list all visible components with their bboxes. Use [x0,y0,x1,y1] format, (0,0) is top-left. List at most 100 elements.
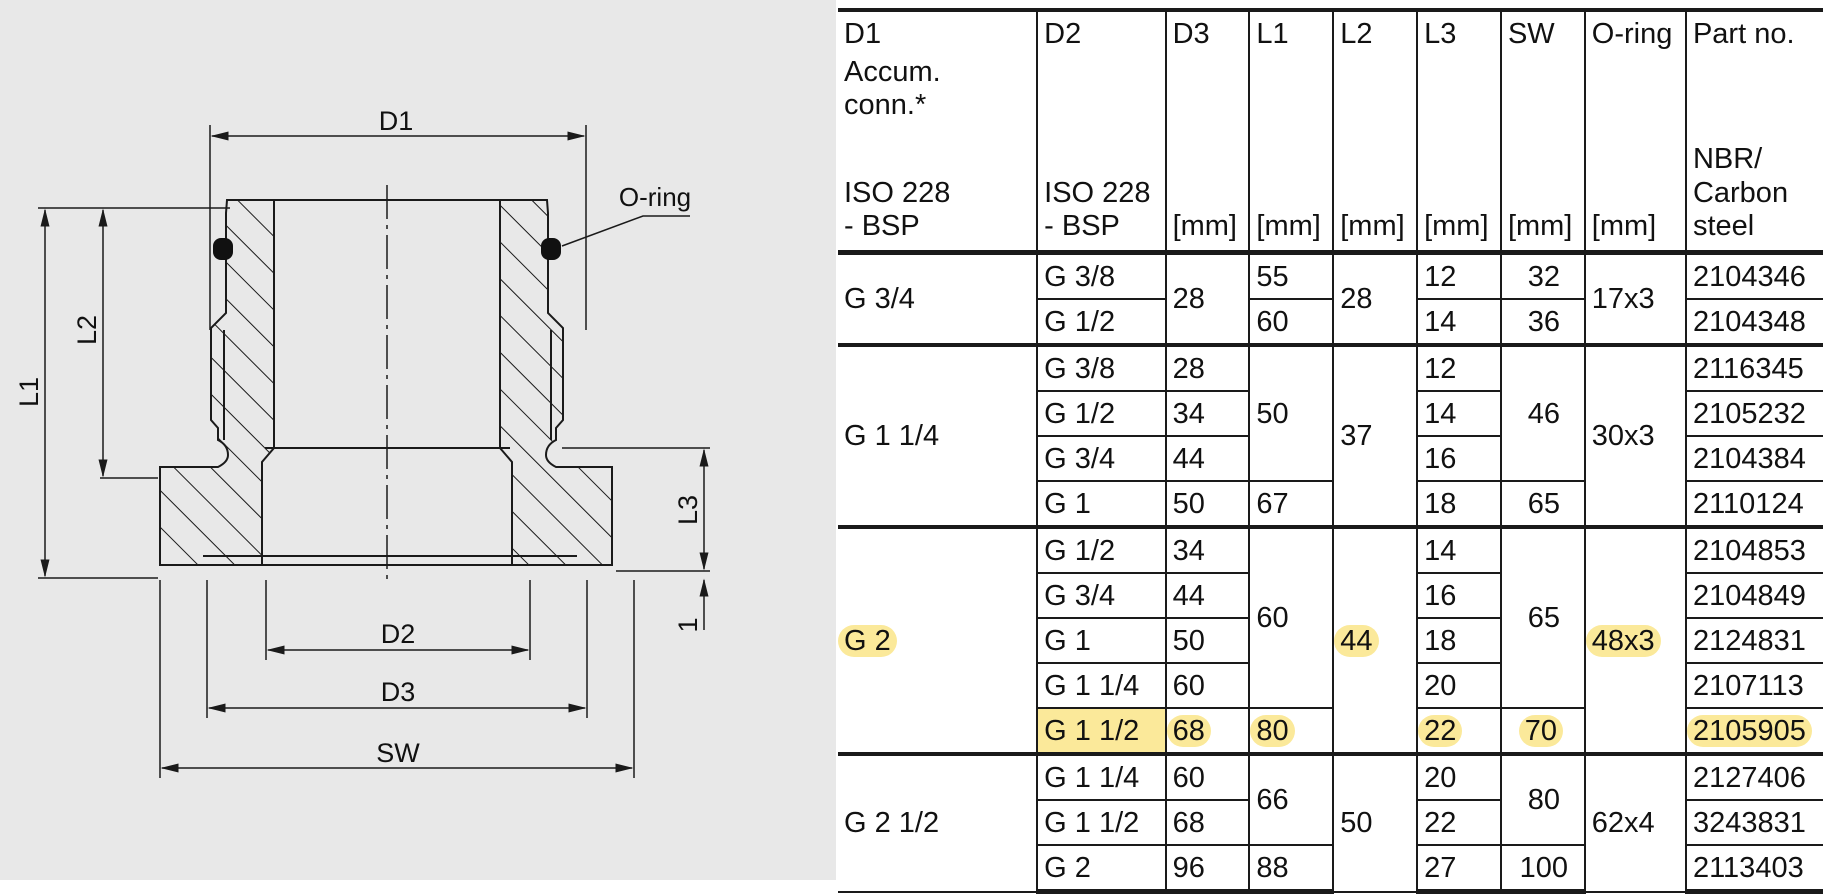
cell-l3-value: 18 [1424,487,1457,520]
cell-d3: 96 [1164,844,1251,894]
cell-l2-value: 50 [1340,807,1373,840]
label-d1: D1 [379,106,414,136]
cell-part-no: 2116345 [1684,343,1823,392]
cell-d2: G 1 1/2 [1037,799,1167,846]
cell-oring-value: 30x3 [1591,420,1655,453]
header-title: D1 [844,18,882,50]
cell-l3: 22 [1416,799,1502,846]
cell-sw-value: 32 [1527,260,1560,293]
cell-part-no-value: 2104346 [1692,260,1806,293]
cell-part-no-value: 2104849 [1692,579,1806,612]
cell-d1-value: G 2 1/2 [844,807,940,840]
cell-d3-value: 68 [1172,806,1205,839]
cell-d3-value: 60 [1172,761,1205,794]
cell-d2: G 1/2 [1037,390,1167,437]
header-title: SW [1507,18,1555,50]
cell-l1: 50 [1248,343,1335,482]
cell-l1: 55 [1248,250,1335,300]
cell-sw-value: 80 [1527,784,1560,817]
header-title: D3 [1172,18,1210,50]
cell-d2-value: G 1 1/2 [1044,806,1140,839]
cell-sw: 36 [1499,298,1586,346]
cell-d2-value: G 1 [1044,624,1091,657]
cell-d2-value: G 3/4 [1044,442,1116,475]
header-unit: [mm] [1340,210,1405,243]
technical-drawing: D1 O-ring D2 D3 SW L1 L2 L3 1 [0,0,836,880]
cell-part-no: 2110124 [1684,480,1823,528]
cell-d3: 44 [1164,572,1251,619]
cell-d3-value: 44 [1172,579,1205,612]
cross-section-diagram: D1 O-ring D2 D3 SW L1 L2 L3 1 [14,106,710,778]
cell-oring: 48x3 [1583,525,1687,755]
cell-d3-value: 60 [1172,669,1205,702]
cell-l1: 60 [1248,525,1335,709]
cell-d1: G 3/4 [838,250,1039,346]
header-unit: NBR/ Carbon steel [1692,143,1789,243]
cell-sw: 32 [1499,250,1586,300]
cell-sw-value: 46 [1527,397,1560,430]
cell-l1: 66 [1248,752,1335,846]
cell-l1: 80 [1248,707,1335,755]
cell-l1-value: 60 [1256,305,1289,338]
cell-d3: 60 [1164,662,1251,709]
cell-d2-value: G 1 [1044,487,1091,520]
cell-part-no-value: 2105232 [1692,397,1806,430]
cell-l3: 12 [1416,343,1502,392]
column-header-l2: L2[mm] [1332,8,1419,255]
cell-l3-value: 27 [1424,851,1457,884]
label-gap: 1 [673,617,703,632]
cell-sw-value: 65 [1527,602,1560,635]
cell-part-no: 2107113 [1684,662,1823,709]
header-unit: [mm] [1424,210,1489,243]
cell-d2-value: G 1/2 [1044,397,1116,430]
cell-part-no: 2104348 [1684,298,1823,346]
cell-d2-value: G 1 1/2 [1044,714,1140,747]
cell-d2-value: G 1/2 [1044,305,1116,338]
cell-sw-value: 65 [1527,487,1560,520]
cell-l3: 14 [1416,390,1502,437]
cell-part-no: 3243831 [1684,799,1823,846]
header-title: L1 [1256,18,1289,50]
cell-l3-value: 12 [1424,352,1457,385]
cell-d3: 50 [1164,617,1251,664]
cell-d2: G 2 [1037,844,1167,894]
cell-d3: 68 [1164,707,1251,755]
table-row: G 1 1/2 68 22 3243831 [838,799,1823,846]
cell-l3-value: 22 [1418,714,1463,747]
cell-oring-value: 17x3 [1591,283,1655,316]
cell-l1-value: 66 [1256,784,1289,817]
cell-d3-value: 28 [1172,283,1205,316]
cell-l1-value: 60 [1256,602,1289,635]
cell-l3: 18 [1416,480,1502,528]
cell-part-no: 2104849 [1684,572,1823,619]
cell-sw: 65 [1499,525,1586,709]
cell-d2: G 3/4 [1037,435,1167,482]
header-title: Part no. [1692,18,1795,50]
cell-l3-value: 16 [1424,442,1457,475]
cell-l1: 67 [1248,480,1335,528]
cell-l2: 28 [1332,250,1419,346]
label-sw: SW [376,738,420,768]
cell-d3-value: 28 [1172,352,1205,385]
cell-part-no: 2127406 [1684,752,1823,801]
cell-part-no: 2105232 [1684,390,1823,437]
cell-sw: 65 [1499,480,1586,528]
cell-l3: 14 [1416,525,1502,574]
cell-l1-value: 88 [1256,851,1289,884]
cell-part-no-value: 2116345 [1692,352,1804,385]
cell-d2: G 1 1/4 [1036,752,1167,801]
column-header-l1: L1[mm] [1248,8,1335,255]
cell-d2-value: G 3/8 [1044,260,1116,293]
cell-l1-value: 80 [1250,714,1295,747]
